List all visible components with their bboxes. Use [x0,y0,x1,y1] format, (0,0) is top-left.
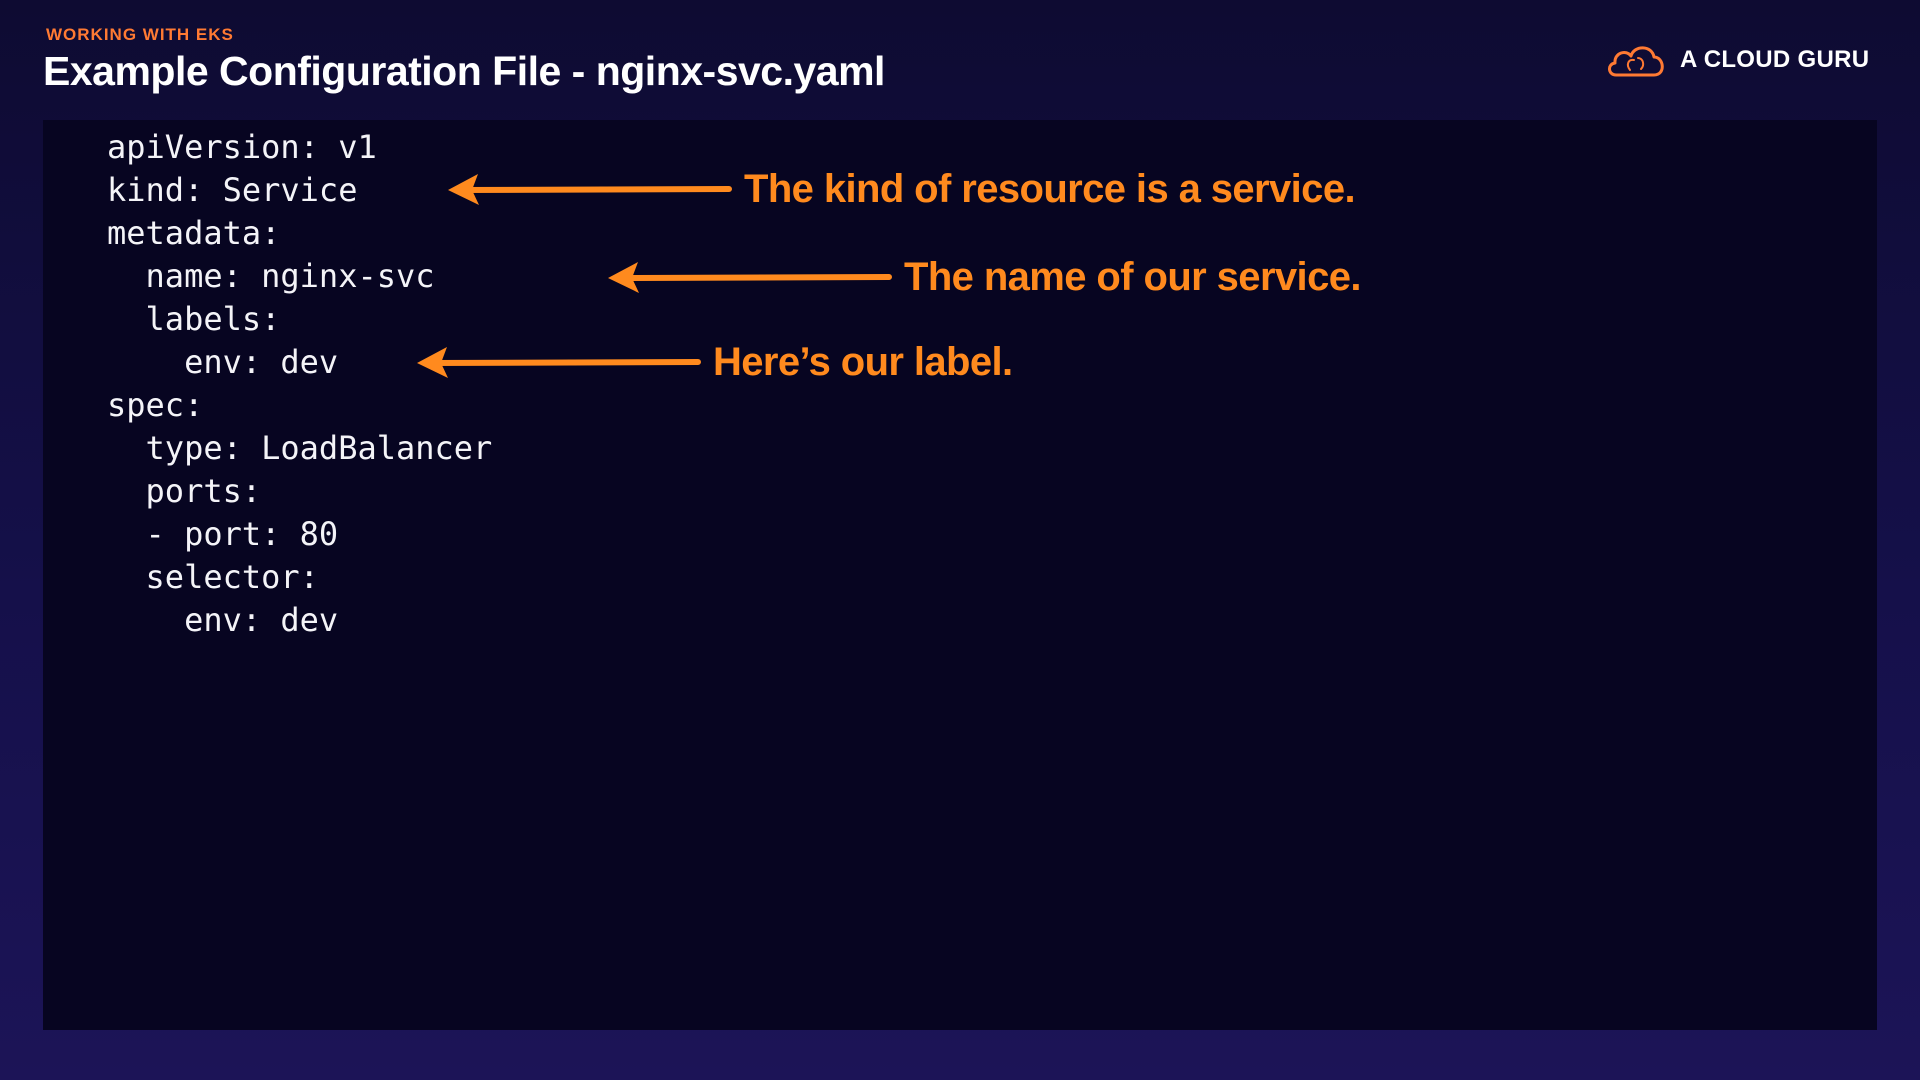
code-line: labels: [107,300,281,338]
brand-logo: A CLOUD GURU [1604,36,1869,84]
code-line: name: nginx-svc [107,257,435,295]
code-line: env: dev [107,343,339,381]
code-block: apiVersion: v1 kind: Service metadata: n… [107,126,492,642]
annotation-text: The name of our service. [904,254,1361,299]
arrow-left-icon [448,174,732,205]
code-line: kind: Service [107,171,358,209]
annotation-text: The kind of resource is a service. [744,166,1356,211]
code-line: spec: [107,386,204,424]
code-line: apiVersion: v1 [107,128,377,166]
arrow-left-icon [608,262,892,293]
code-line: selector: [107,558,319,596]
code-panel: apiVersion: v1 kind: Service metadata: n… [43,120,1877,1030]
brand-name: A CLOUD GURU [1680,46,1870,73]
annotation-kind: The kind of resource is a service. [444,164,1356,214]
code-line: ports: [107,472,262,510]
slide-title: Example Configuration File - nginx-svc.y… [43,48,885,94]
cloud-icon [1608,46,1664,77]
code-line: env: dev [107,601,339,639]
arrow-left-icon [417,347,701,378]
code-line: metadata: [107,214,281,252]
annotation-label: Here’s our label. [413,337,1013,387]
code-line: type: LoadBalancer [107,429,493,467]
annotation-text: Here’s our label. [713,339,1013,384]
section-eyebrow: WORKING WITH EKS [46,25,234,44]
annotation-name: The name of our service. [604,252,1361,302]
code-line: - port: 80 [107,515,339,553]
